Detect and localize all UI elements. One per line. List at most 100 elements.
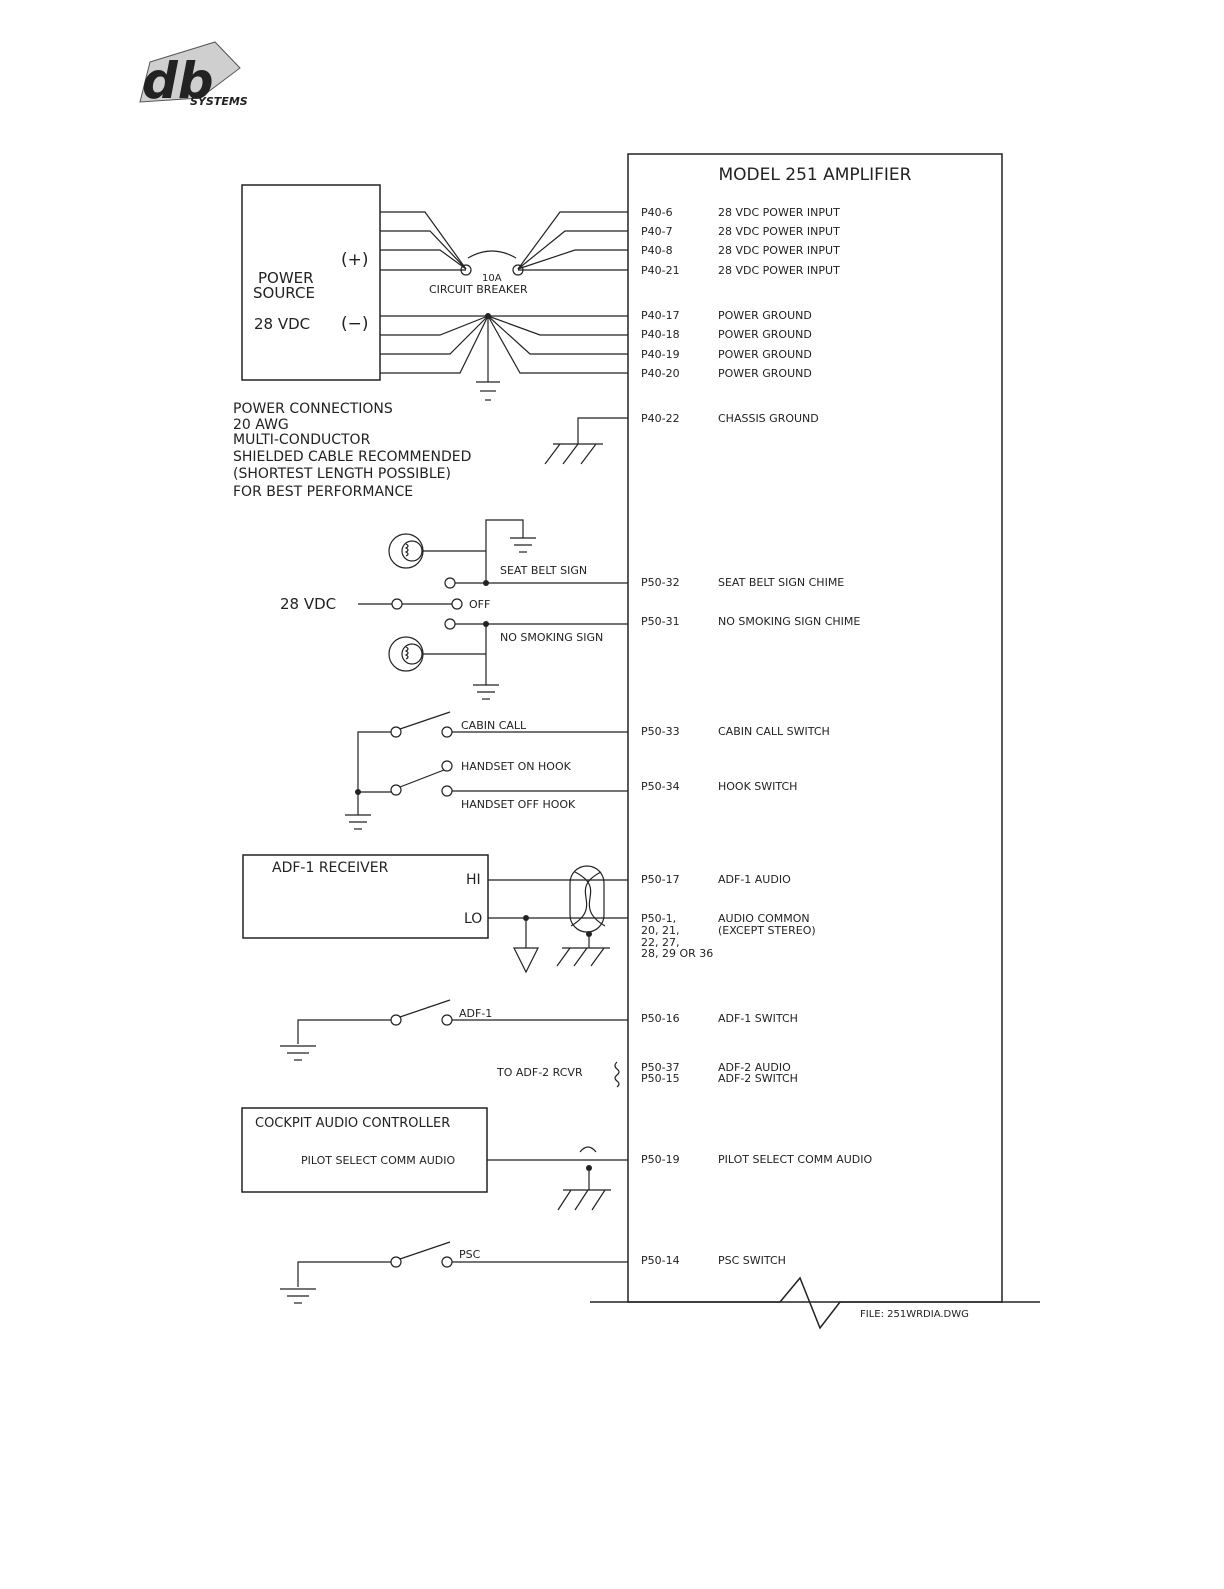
pin-desc-p50-19: PILOT SELECT COMM AUDIO: [718, 1153, 873, 1166]
power-source-label-2: SOURCE: [253, 284, 315, 302]
psc-switch: [280, 1241, 628, 1304]
power-source-plus: (+): [341, 250, 369, 270]
pin-p40-19: P40-19: [641, 348, 680, 361]
power-source-voltage: 28 VDC: [254, 315, 310, 333]
pin-desc-p40-22: CHASSIS GROUND: [718, 412, 819, 425]
audio-common-pins-4: 28, 29 OR 36: [641, 947, 713, 960]
power-note: POWER CONNECTIONS 20 AWG MULTI-CONDUCTOR…: [233, 401, 471, 500]
positive-wires: [380, 211, 628, 271]
pin-p50-16: P50-16: [641, 1012, 680, 1025]
pin-desc-p50-14: PSC SWITCH: [718, 1254, 786, 1267]
hook-switch: [345, 760, 628, 830]
on-hook-label: HANDSET ON HOOK: [461, 760, 572, 773]
pin-desc-p40-21: 28 VDC POWER INPUT: [718, 264, 840, 277]
pin-desc-p50-34: HOOK SWITCH: [718, 780, 797, 793]
pin-p50-37: P50-37: [641, 1061, 680, 1074]
no-smoking-label: NO SMOKING SIGN: [500, 631, 603, 644]
power-source-minus: (−): [341, 314, 369, 334]
adf-hi-label: HI: [466, 872, 481, 888]
adf1-switch-label: ADF-1: [459, 1007, 492, 1020]
pin-desc-p40-18: POWER GROUND: [718, 328, 812, 341]
cabin-call-switch: [357, 711, 628, 792]
pin-labels: P40-6 28 VDC POWER INPUT P40-7 28 VDC PO…: [641, 206, 873, 1267]
pin-p50-33: P50-33: [641, 725, 680, 738]
cabin-call-label: CABIN CALL: [461, 719, 527, 732]
seat-belt-lamp: [388, 519, 536, 583]
vdc-label: 28 VDC: [280, 595, 336, 613]
pin-desc-p50-31: NO SMOKING SIGN CHIME: [718, 615, 860, 628]
pin-p40-20: P40-20: [641, 367, 680, 380]
no-smoking-lamp: [388, 624, 499, 700]
power-note-5: (SHORTEST LENGTH POSSIBLE): [233, 466, 451, 482]
ground-node: [485, 313, 491, 319]
adf-shield-node: [586, 931, 592, 937]
adf2-to-label: TO ADF-2 RCVR: [496, 1066, 583, 1079]
pin-p40-21: P40-21: [641, 264, 680, 277]
adf2-brace: [614, 1061, 620, 1088]
pin-p50-31: P50-31: [641, 615, 680, 628]
audio-common-desc-1: AUDIO COMMON: [718, 912, 810, 925]
cockpit-controller-box: [241, 1107, 488, 1193]
logo-mark: db: [142, 52, 214, 110]
seat-belt-label: SEAT BELT SIGN: [500, 564, 587, 577]
sign-selector-switch: [358, 598, 463, 610]
pin-p40-7: P40-7: [641, 225, 673, 238]
pin-p40-17: P40-17: [641, 309, 680, 322]
pin-desc-p40-6: 28 VDC POWER INPUT: [718, 206, 840, 219]
adf-receiver-box: [242, 854, 489, 939]
power-source-box: [241, 184, 381, 381]
cockpit-shield-node: [586, 1165, 592, 1171]
logo-name: SYSTEMS: [190, 95, 248, 108]
power-source-label-1: POWER: [258, 269, 314, 287]
power-note-4: SHIELDED CABLE RECOMMENDED: [233, 449, 471, 465]
power-note-6: FOR BEST PERFORMANCE: [233, 484, 413, 500]
adf-lo-label: LO: [464, 911, 482, 927]
pin-desc-p50-17: ADF-1 AUDIO: [718, 873, 791, 886]
power-note-3: MULTI-CONDUCTOR: [233, 432, 371, 448]
break-line: [590, 1276, 1040, 1330]
pin-desc-p50-16: ADF-1 SWITCH: [718, 1012, 798, 1025]
pin-p50-14: P50-14: [641, 1254, 680, 1267]
ground-wires: [380, 315, 628, 401]
pin-p50-34: P50-34: [641, 780, 680, 793]
audio-common-pins-1: P50-1,: [641, 912, 676, 925]
pin-desc-p50-33: CABIN CALL SWITCH: [718, 725, 830, 738]
pin-desc-p40-17: POWER GROUND: [718, 309, 812, 322]
audio-common-pins-3: 22, 27,: [641, 936, 679, 949]
amplifier-box: [627, 153, 1003, 1303]
pin-desc-p50-32: SEAT BELT SIGN CHIME: [718, 576, 844, 589]
no-smoking-line: [444, 618, 628, 630]
file-label: FILE: 251WRDIA.DWG: [860, 1309, 969, 1320]
hook-ground-node: [355, 789, 361, 795]
power-note-1: POWER CONNECTIONS: [233, 401, 393, 417]
seat-belt-line: [444, 577, 628, 589]
power-note-2: 20 AWG: [233, 417, 289, 433]
pin-desc-p40-7: 28 VDC POWER INPUT: [718, 225, 840, 238]
off-hook-label: HANDSET OFF HOOK: [461, 798, 576, 811]
chassis-ground-symbol: [544, 417, 628, 465]
breaker-rating: 10A: [482, 273, 502, 284]
amplifier-title: MODEL 251 AMPLIFIER: [719, 165, 912, 185]
pin-p40-18: P40-18: [641, 328, 680, 341]
cockpit-title: COCKPIT AUDIO CONTROLLER: [255, 1116, 450, 1131]
pin-desc-p40-19: POWER GROUND: [718, 348, 812, 361]
pin-p50-32: P50-32: [641, 576, 680, 589]
circuit-breaker: 10A CIRCUIT BREAKER: [429, 250, 528, 296]
seat-belt-node: [483, 580, 489, 586]
pin-p50-15: P50-15: [641, 1072, 680, 1085]
cockpit-output: PILOT SELECT COMM AUDIO: [301, 1154, 456, 1167]
audio-common-desc-2: (EXCEPT STEREO): [718, 924, 816, 937]
pin-desc-p50-37: ADF-2 AUDIO: [718, 1061, 791, 1074]
pin-desc-p50-15: ADF-2 SWITCH: [718, 1072, 798, 1085]
pin-p50-19: P50-19: [641, 1153, 680, 1166]
db-systems-logo: db SYSTEMS: [139, 41, 248, 110]
adf1-switch: [280, 999, 628, 1061]
pin-desc-p40-20: POWER GROUND: [718, 367, 812, 380]
adf-wiring: [488, 865, 628, 974]
off-label: OFF: [469, 598, 490, 611]
psc-switch-label: PSC: [459, 1248, 481, 1261]
breaker-label: CIRCUIT BREAKER: [429, 283, 528, 296]
pin-p40-8: P40-8: [641, 244, 673, 257]
adf-receiver-title: ADF-1 RECEIVER: [272, 860, 389, 876]
